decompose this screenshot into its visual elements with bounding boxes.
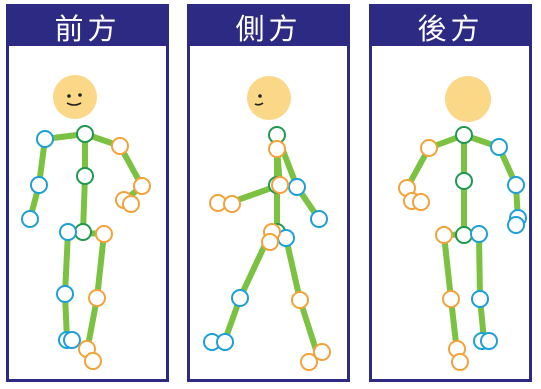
panel-back-title: 後方 xyxy=(372,7,529,46)
panel-front-title: 前方 xyxy=(9,7,166,46)
panel-side: 側方 xyxy=(187,4,350,382)
panel-side-title: 側方 xyxy=(190,7,347,46)
joints-front xyxy=(21,125,151,370)
skeleton-front xyxy=(21,75,151,370)
skeleton-side xyxy=(203,76,331,371)
joints-side xyxy=(203,126,331,371)
bones-front xyxy=(27,130,146,354)
panel-front: 前方 xyxy=(6,4,169,382)
joints-back xyxy=(398,126,527,371)
head-back xyxy=(445,76,491,122)
head-side xyxy=(247,76,291,120)
panel-back: 後方 xyxy=(369,4,532,382)
skeleton-back xyxy=(398,76,527,371)
head-front xyxy=(53,75,97,119)
